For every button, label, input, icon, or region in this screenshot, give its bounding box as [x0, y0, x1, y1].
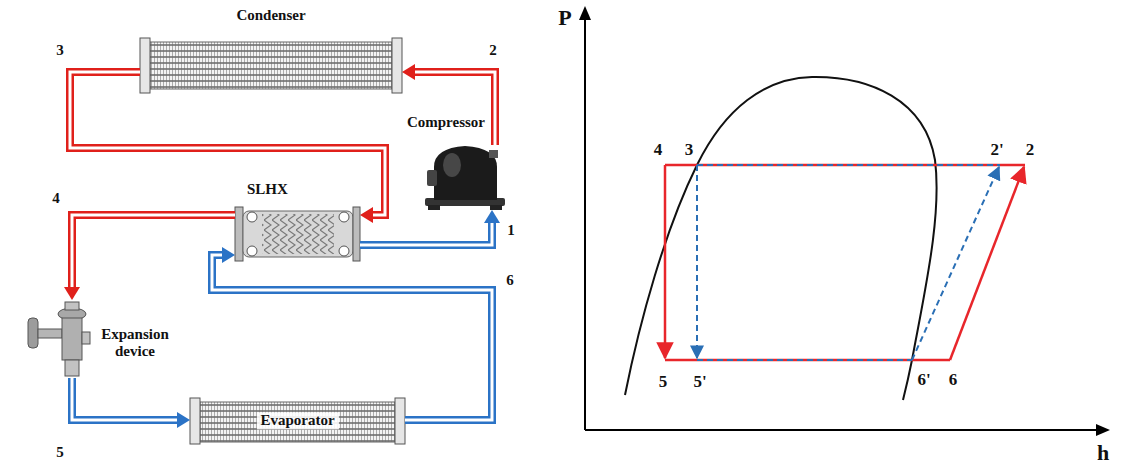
state-point-label: 2 [1026, 141, 1035, 160]
condenser-coil [140, 38, 402, 93]
flow-arrowhead [402, 64, 415, 80]
state-point-label: 6 [949, 371, 958, 390]
flow-arrowhead [484, 210, 500, 223]
pipe-connector [360, 210, 500, 245]
pipe-bore [212, 255, 492, 420]
flow-arrowhead [64, 287, 80, 300]
component: Compressor [425, 145, 505, 210]
state-point-label: 5' [693, 373, 706, 392]
state-number: 2 [489, 42, 497, 59]
component-label: Evaporator [256, 412, 338, 429]
compressor-symbol [425, 146, 505, 210]
state-point-label: 3 [685, 141, 694, 160]
pipe-connector [212, 247, 492, 420]
pipe-outline [413, 72, 495, 145]
component: SLHX [235, 205, 360, 262]
component-label: Condenser [236, 7, 305, 24]
state-point-label: 2' [990, 141, 1003, 160]
component-label: Compressor [407, 114, 485, 131]
state-point-label: 4 [654, 141, 663, 160]
component: Evaporator [190, 398, 405, 443]
pipe-connector [70, 72, 385, 223]
state-number: 3 [56, 42, 64, 59]
state-point-label: 5 [659, 373, 668, 392]
pipe-bore [70, 72, 385, 215]
axis-label: h [1097, 441, 1109, 465]
pipe-outline [72, 378, 179, 420]
plate-heat-exchanger [235, 207, 360, 261]
state-number: 4 [52, 190, 60, 207]
component-label: SLHX [247, 181, 288, 198]
pipe-connector [402, 64, 495, 145]
expansion-valve [28, 302, 90, 376]
pipe-outline [212, 255, 492, 420]
axis-label: P [558, 6, 571, 30]
pipe-bore [413, 72, 495, 145]
flow-arrowhead [222, 247, 235, 263]
pipe-bore [360, 221, 492, 245]
state-point-label: 6' [917, 371, 930, 390]
ph-chart [579, 6, 1110, 436]
state-number: 1 [507, 222, 515, 239]
pipe-connector [72, 378, 190, 428]
component: Condenser [140, 38, 402, 93]
state-number: 5 [56, 444, 64, 461]
flow-arrowhead [360, 207, 373, 223]
evaporator-coil [190, 398, 405, 444]
state-number: 6 [506, 272, 514, 289]
flow-arrowhead [177, 412, 190, 428]
pipe-bore [72, 378, 179, 420]
pipe-outline [360, 221, 492, 245]
pipe-outline [70, 72, 385, 215]
component-label: Expansion device [96, 326, 174, 361]
component: Expansion device [25, 300, 90, 378]
